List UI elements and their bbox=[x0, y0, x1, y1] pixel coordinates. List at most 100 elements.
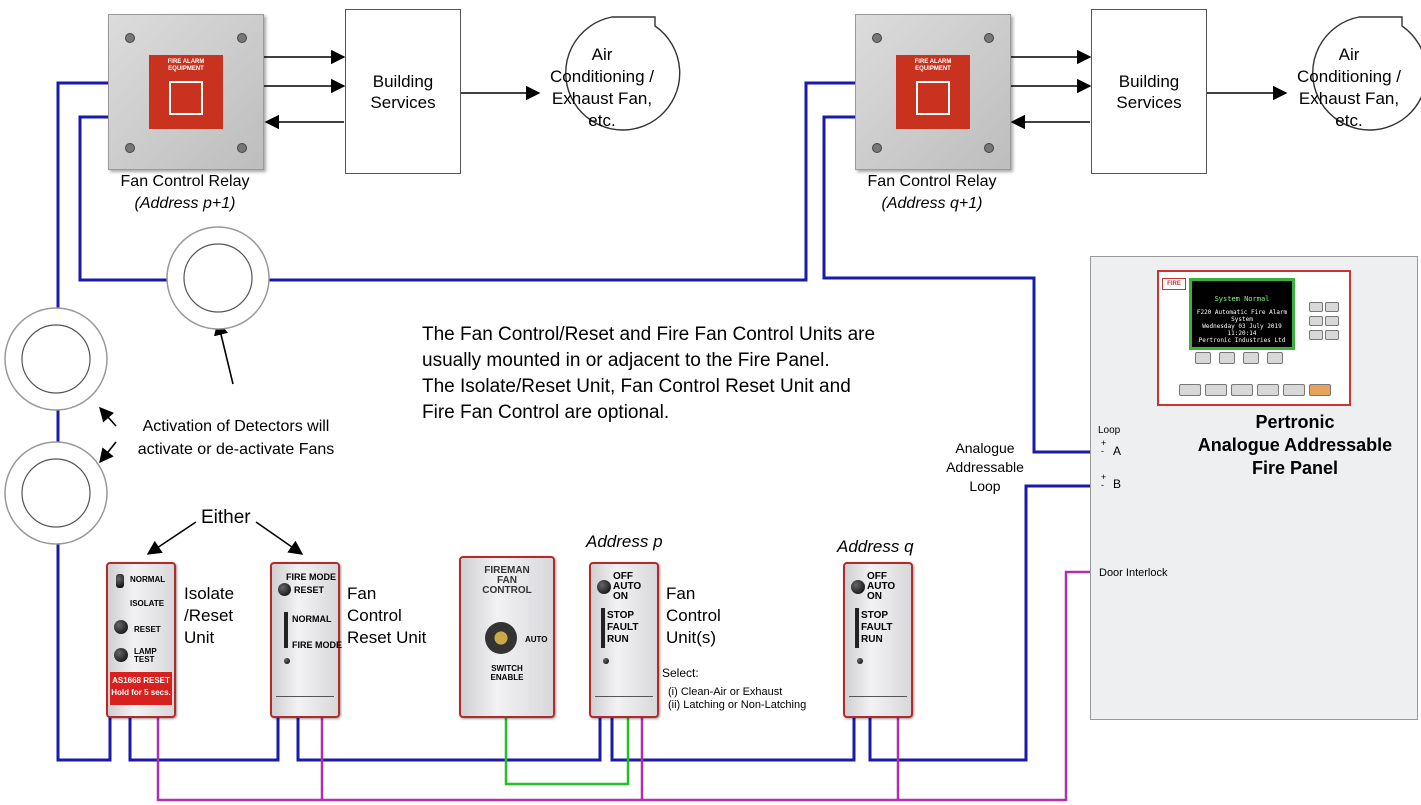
plus-label: + bbox=[1101, 472, 1107, 482]
note-line: usually mounted in or adjacent to the Fi… bbox=[422, 350, 830, 371]
fan-control-relay-left: FIRE ALARM EQUIPMENT bbox=[108, 14, 264, 170]
toggle-switch-icon[interactable] bbox=[116, 574, 124, 588]
fan-unit-caption: Fan Control Unit(s) bbox=[666, 583, 721, 649]
auto-label: AUTO bbox=[867, 581, 896, 592]
caption-line: /Reset bbox=[184, 606, 234, 625]
building-services-right: Building Services bbox=[1091, 9, 1207, 174]
keypad-button[interactable] bbox=[1309, 316, 1323, 326]
caption-line: Fan bbox=[666, 584, 696, 603]
screw-icon bbox=[125, 143, 135, 153]
keypad-button[interactable] bbox=[1325, 330, 1339, 340]
terminal-b-label: B bbox=[1113, 477, 1122, 491]
door-interlock-wire bbox=[156, 570, 1090, 802]
loop-wire-outer-left bbox=[56, 81, 112, 762]
isolate-reset-label: RESET bbox=[134, 625, 161, 634]
control-button[interactable] bbox=[1205, 384, 1227, 396]
loop-label-line: Loop bbox=[969, 478, 1001, 494]
loop-wire-reset-to-fan-p bbox=[296, 716, 602, 762]
divider bbox=[849, 696, 907, 697]
caption-line: Unit bbox=[184, 628, 215, 647]
fireman-title: FIREMAN FAN CONTROL bbox=[461, 566, 553, 596]
arrow-to-detector-1 bbox=[99, 406, 117, 427]
loop-wire-to-panel-b bbox=[868, 484, 1090, 762]
select-option: (i) Clean-Air or Exhaust bbox=[668, 686, 783, 698]
soft-key-button[interactable] bbox=[1219, 352, 1235, 364]
detector-note-line: activate or de-activate Fans bbox=[137, 441, 335, 458]
arrow-either-reset bbox=[255, 521, 304, 555]
on-label: ON bbox=[867, 591, 882, 602]
caption-line: Control bbox=[666, 606, 721, 625]
fan-label-left: Air Conditioning / Exhaust Fan, etc. bbox=[550, 45, 654, 130]
fireman-title-line: CONTROL bbox=[482, 585, 532, 596]
on-label: ON bbox=[613, 591, 628, 602]
minus-label: - bbox=[1101, 446, 1104, 456]
isolate-reset-unit: NORMAL ISOLATE RESET LAMP TEST AS1668 RE… bbox=[106, 562, 176, 718]
control-button[interactable] bbox=[1257, 384, 1279, 396]
screw-icon bbox=[237, 143, 247, 153]
key-switch-icon[interactable] bbox=[278, 583, 291, 596]
chip-icon bbox=[169, 81, 203, 115]
fault-label: FAULT bbox=[861, 622, 893, 633]
fan-control-relay-right: FIRE ALARM EQUIPMENT bbox=[855, 14, 1011, 170]
key-switch-icon[interactable] bbox=[597, 580, 611, 594]
soft-key-button[interactable] bbox=[1243, 352, 1259, 364]
fault-label: FAULT bbox=[607, 622, 639, 633]
indicator-icon bbox=[857, 658, 863, 664]
reset-unit-normal-label: NORMAL bbox=[292, 614, 332, 624]
indicator-icon bbox=[284, 658, 290, 664]
note-line: Fire Fan Control are optional. bbox=[422, 402, 670, 423]
minus-label: - bbox=[1101, 480, 1104, 490]
panel-title-line: Analogue Addressable bbox=[1197, 435, 1393, 455]
soft-key-button[interactable] bbox=[1195, 352, 1211, 364]
control-button[interactable] bbox=[1179, 384, 1201, 396]
panel-loop-label: Loop bbox=[1098, 425, 1121, 436]
indicator-icon bbox=[603, 658, 609, 664]
fan-label-right: Air Conditioning / Exhaust Fan, etc. bbox=[1297, 45, 1401, 130]
caption-line: Reset Unit bbox=[347, 628, 427, 647]
relay-caption-right: Fan Control Relay bbox=[867, 173, 997, 190]
divider bbox=[276, 696, 334, 697]
led-strip-icon bbox=[601, 608, 605, 648]
lcd-line: Wednesday 03 July 2019 11:20:14 bbox=[1202, 323, 1282, 337]
keypad-button[interactable] bbox=[1325, 302, 1339, 312]
status-labels: STOP FAULT RUN bbox=[607, 610, 638, 646]
off-label: OFF bbox=[867, 571, 887, 582]
note-block: The Fan Control/Reset and Fire Fan Contr… bbox=[422, 322, 875, 426]
key-switch-icon[interactable] bbox=[485, 622, 517, 654]
keypad-button[interactable] bbox=[1309, 330, 1323, 340]
panel-title-line: Pertronic bbox=[1255, 412, 1335, 432]
reset-button-icon[interactable] bbox=[114, 620, 128, 634]
relay-address-left: (Address p+1) bbox=[134, 195, 236, 212]
lamp-test-button-icon[interactable] bbox=[114, 648, 128, 662]
detector-2 bbox=[4, 307, 108, 411]
screw-icon bbox=[984, 33, 994, 43]
fireman-fan-control-unit: FIREMAN FAN CONTROL AUTO SWITCH ENABLE bbox=[459, 556, 555, 718]
control-button[interactable] bbox=[1309, 384, 1331, 396]
isolate-isolate-label: ISOLATE bbox=[130, 599, 165, 608]
key-switch-icon[interactable] bbox=[851, 580, 865, 594]
stop-label: STOP bbox=[607, 610, 635, 621]
as1668-reset-banner: AS1668 RESET Hold for 5 secs. bbox=[110, 672, 172, 705]
chip-icon bbox=[916, 81, 950, 115]
caption-line: Fan bbox=[347, 584, 377, 603]
soft-key-button[interactable] bbox=[1267, 352, 1283, 364]
keypad-button[interactable] bbox=[1325, 316, 1339, 326]
caption-line: Isolate bbox=[184, 584, 235, 603]
control-button[interactable] bbox=[1283, 384, 1305, 396]
fireman-link-wire bbox=[504, 716, 630, 786]
keypad-button[interactable] bbox=[1309, 302, 1323, 312]
mode-labels: OFF AUTO ON bbox=[613, 572, 641, 602]
building-services-label: Building Services bbox=[1116, 71, 1182, 112]
terminal-a-label: A bbox=[1113, 444, 1122, 458]
banner-line: Hold for 5 secs. bbox=[111, 688, 171, 697]
stop-label: STOP bbox=[861, 610, 889, 621]
note-line: The Isolate/Reset Unit, Fan Control Rese… bbox=[422, 376, 851, 397]
reset-unit-caption: Fan Control Reset Unit bbox=[347, 583, 426, 649]
lcd-line: Pertronic Industries Ltd bbox=[1198, 337, 1286, 344]
switch-label: SWITCH bbox=[491, 664, 523, 673]
loop-label-line: Addressable bbox=[946, 459, 1024, 475]
control-button[interactable] bbox=[1231, 384, 1253, 396]
address-p-label: Address p bbox=[586, 532, 663, 551]
